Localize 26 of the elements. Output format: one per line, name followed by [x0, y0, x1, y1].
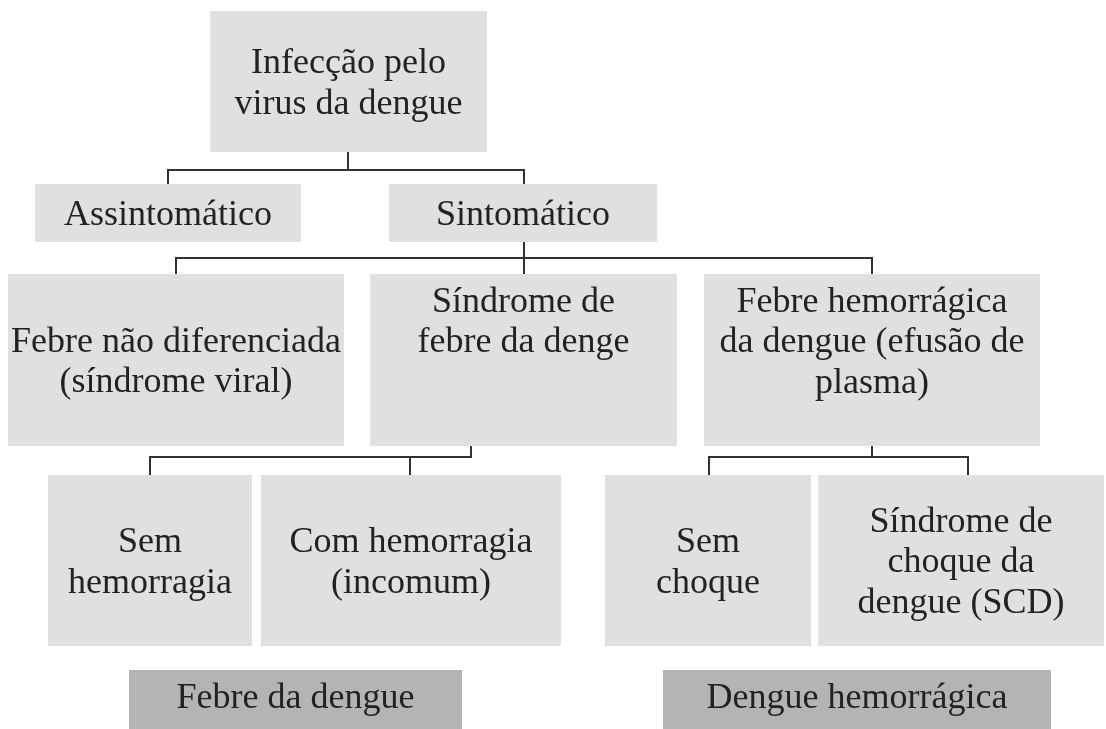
node-label: Sintomático — [436, 192, 610, 234]
process-box — [704, 274, 1040, 446]
process-box — [818, 475, 1104, 646]
node-label: Síndrome de febre da denge — [416, 280, 631, 361]
connector-line — [347, 151, 525, 185]
process-box — [8, 274, 344, 446]
process-box — [48, 475, 252, 646]
connector-line — [409, 445, 472, 476]
node-label: Febre não diferenciada (síndrome viral) — [10, 319, 342, 401]
node-label: Sem hemorragia — [67, 520, 233, 601]
node-label: Dengue hemorrágica — [706, 676, 1008, 717]
node-label: Febre hemorrágica da dengue (efusão de plasma) — [718, 280, 1026, 401]
process-box — [370, 274, 677, 446]
process-box — [35, 184, 301, 242]
node-label: Infecção pelo virus da dengue — [233, 41, 464, 122]
node-label: Febre da dengue — [176, 676, 415, 717]
node-label: Sem choque — [655, 520, 761, 601]
process-box — [605, 475, 811, 646]
process-box — [389, 184, 657, 242]
node-label: Assintomático — [64, 192, 272, 234]
category-box — [129, 670, 462, 729]
node-label: Com hemorragia (incomum) — [288, 520, 534, 601]
node-label: Síndrome de choque da dengue (SCD) — [856, 500, 1066, 621]
process-box — [210, 11, 487, 152]
category-box — [663, 670, 1051, 729]
process-box — [261, 475, 561, 646]
